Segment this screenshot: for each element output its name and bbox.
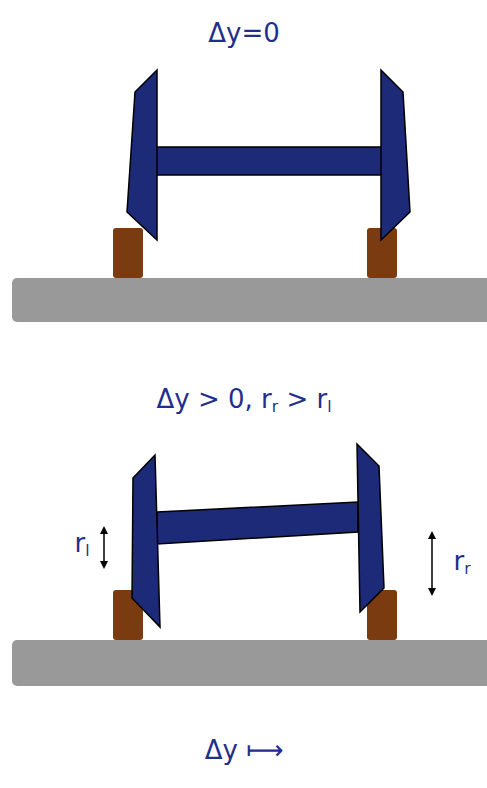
radius-label: rl bbox=[74, 528, 89, 561]
displacement-label: Δy ⟼ bbox=[205, 735, 284, 766]
wheel bbox=[381, 70, 410, 240]
axle bbox=[157, 502, 358, 544]
radius-arrow bbox=[431, 535, 433, 592]
axle bbox=[154, 147, 382, 175]
wheel bbox=[357, 444, 384, 612]
state-label: Δy > 0, rr > rl bbox=[156, 384, 331, 417]
radius-label: rr bbox=[453, 546, 470, 579]
wheel bbox=[132, 455, 160, 627]
ground bbox=[12, 278, 487, 322]
radius-arrow bbox=[103, 530, 105, 565]
rail bbox=[113, 228, 143, 278]
ground bbox=[12, 640, 487, 686]
wheel bbox=[127, 70, 157, 240]
state-label: Δy=0 bbox=[208, 18, 280, 49]
